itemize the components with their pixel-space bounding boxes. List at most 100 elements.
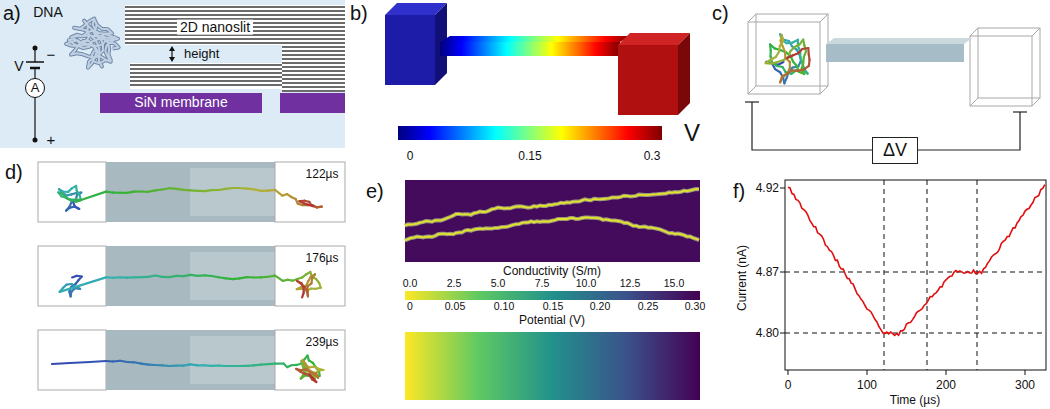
reservoir-face (678, 33, 690, 115)
axis-title: Conductivity (S/m) (503, 265, 601, 278)
slit-layer (282, 74, 345, 75)
tick-label: 0.3 (644, 150, 661, 163)
dna-strand (275, 362, 284, 364)
tick-label: 7.5 (535, 278, 550, 289)
dna-strand (233, 277, 240, 280)
illustration-part (66, 19, 119, 68)
node-text: ΔV (883, 141, 907, 161)
tick-mark (780, 188, 785, 189)
slit-layer (130, 84, 282, 85)
tick-label: 4.92 (756, 182, 779, 195)
dna-strand (205, 274, 212, 277)
time-stamp: 176µs (303, 252, 342, 265)
slit-layer (282, 86, 345, 87)
tick-label: 0.05 (445, 301, 465, 312)
dna-strand (183, 189, 190, 192)
dna-strand (297, 288, 302, 291)
tick-label: 10.0 (576, 278, 596, 289)
dna-strand (176, 188, 183, 191)
slit-layer (125, 10, 345, 11)
slit-layer (282, 50, 345, 51)
dna-strand (90, 361, 106, 362)
dna-trace (405, 217, 699, 240)
dna-strand (76, 192, 106, 202)
slit-layer (125, 34, 345, 35)
slit-layer (125, 6, 345, 7)
tick-label: 0.0 (403, 278, 418, 289)
tick-label: 300 (1015, 379, 1035, 392)
panel-background (0, 0, 345, 148)
channel-face (440, 42, 620, 56)
slit-layer (282, 46, 345, 47)
channel-section (190, 336, 275, 384)
reservoir-face (385, 15, 435, 85)
voltage-label: V (14, 59, 23, 74)
slit-layer (282, 58, 345, 59)
dna-coil (66, 19, 119, 68)
slit-label: 2D nanoslit (177, 20, 253, 35)
reservoir-outline (275, 330, 345, 390)
polarity-sign: + (47, 132, 56, 148)
wire (918, 112, 1020, 150)
plot-frame (785, 180, 1046, 370)
slit-layer (282, 82, 345, 83)
channel-section (190, 168, 275, 216)
channel-face (826, 44, 964, 62)
dna-strand (169, 187, 176, 190)
dna-strand (301, 284, 305, 287)
slit-layer (282, 54, 345, 55)
guide-line (977, 180, 978, 370)
channel (106, 246, 275, 306)
illustration-part (125, 7, 345, 91)
axis-title: Time (µs) (890, 394, 940, 407)
tick-label: 0 (785, 379, 792, 392)
reservoir-face (618, 45, 678, 115)
dna-strand (226, 187, 233, 190)
dna-strand (309, 375, 313, 378)
guide-line (785, 272, 1046, 273)
reservoir-outline (970, 28, 1040, 106)
time-stamp: 239µs (303, 336, 342, 349)
illustration-part (766, 34, 810, 83)
tick-label: 0.25 (638, 301, 658, 312)
channel-section (190, 252, 275, 300)
illustration-part (405, 189, 699, 240)
slit-layer (282, 90, 345, 91)
reservoir-outline (748, 22, 820, 94)
terminal-dot (33, 46, 38, 51)
dna-strand (787, 56, 792, 59)
slit-layer (130, 80, 282, 81)
potential-map (405, 332, 700, 400)
illustration-part (785, 180, 1046, 370)
slit-layer (282, 70, 345, 71)
tick-label: 0 (407, 150, 414, 163)
tick-label: 0.20 (590, 301, 610, 312)
dna-strand (780, 34, 782, 40)
dna-strand (70, 362, 90, 363)
tick-mark (780, 333, 785, 334)
dna-coil (66, 19, 119, 68)
colorbar (398, 126, 662, 140)
nanoslit-side (282, 44, 345, 92)
membrane-box: SiN membrane (100, 93, 262, 113)
panel-letter: e) (366, 181, 384, 202)
slit-layer (130, 76, 282, 77)
tick-label: 200 (936, 379, 956, 392)
tick-label: 0 (407, 301, 413, 312)
dna-strand (309, 205, 314, 206)
panel-letter: a) (3, 3, 21, 24)
dna-strand (66, 208, 70, 211)
panel-letter: c) (712, 3, 729, 24)
dna-strand (155, 188, 162, 191)
tick-label: 15.0 (664, 278, 684, 289)
slit-layer (125, 38, 345, 39)
dna-strand (52, 363, 70, 364)
tick-label: 0.15 (518, 150, 541, 163)
dna-strand (141, 363, 148, 366)
current-trace (788, 185, 1045, 336)
axis-title: Current (nA) (736, 245, 749, 311)
tick-mark (867, 370, 868, 375)
tick-label: 4.80 (756, 327, 779, 340)
slit-layer (282, 66, 345, 67)
